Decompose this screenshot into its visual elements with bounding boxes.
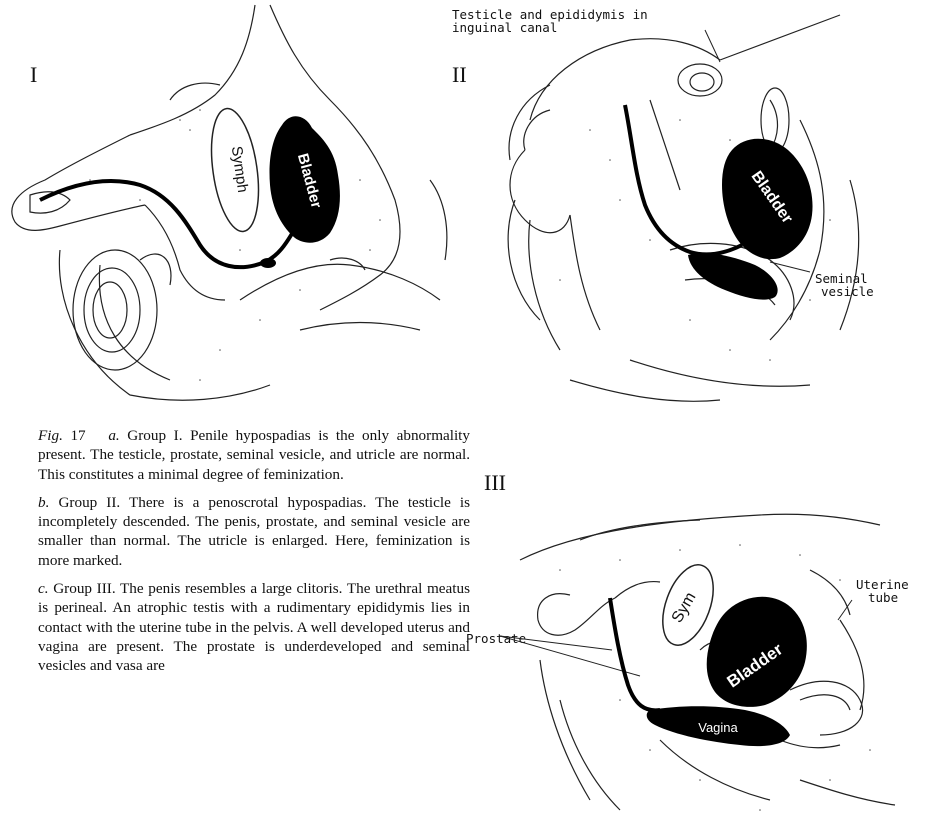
urethra-iii xyxy=(610,598,660,710)
figure-group-iii: Sym Bladder Vagina xyxy=(500,500,926,826)
figure-group-i: Symph Bladder xyxy=(0,0,470,410)
figure-caption: Fig. 17 a. Group I. Penile hypospadias i… xyxy=(38,426,470,685)
caption-part-c-text: Group III. The penis resembles a large c… xyxy=(38,580,470,674)
caption-fig-number: 17 xyxy=(70,427,85,444)
figure-group-ii: Bladder xyxy=(470,0,926,420)
caption-part-b: b. Group II. There is a penoscrotal hypo… xyxy=(38,493,470,570)
caption-part-a-letter: a. xyxy=(108,427,119,444)
caption-part-a: Fig. 17 a. Group I. Penile hypospadias i… xyxy=(38,426,470,484)
caption-part-c: c. Group III. The penis resembles a larg… xyxy=(38,579,470,675)
caption-part-c-letter: c. xyxy=(38,580,49,597)
vagina-label-iii: Vagina xyxy=(698,720,738,735)
caption-part-b-letter: b. xyxy=(38,494,49,511)
caption-fig-word: Fig. xyxy=(38,427,63,444)
panel-label-iii: III xyxy=(484,470,506,496)
panel-label-ii: II xyxy=(452,62,467,88)
caption-part-a-text: Group I. Penile hypospadias is the only … xyxy=(38,427,470,483)
seminal-vesicle-ii xyxy=(688,253,778,300)
caption-part-b-text: Group II. There is a penoscrotal hypospa… xyxy=(38,494,470,569)
